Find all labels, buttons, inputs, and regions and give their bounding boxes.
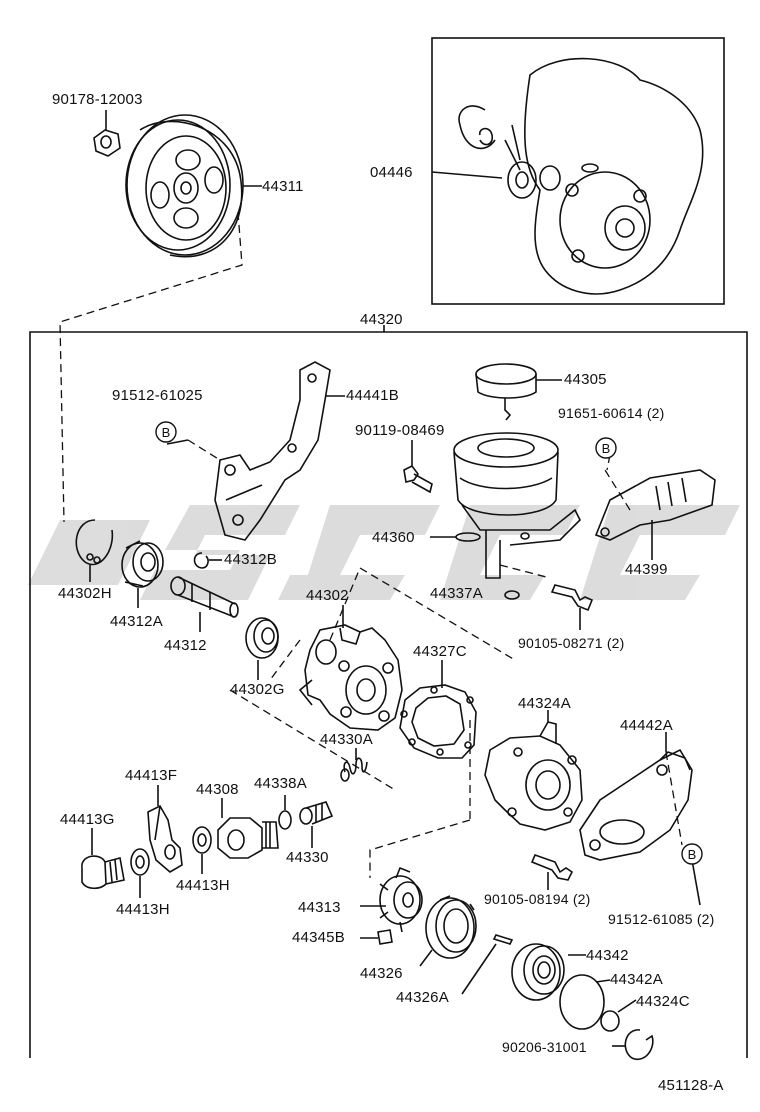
washer-44413h-right [192, 826, 212, 854]
reference-marks [155, 421, 703, 865]
washer-44413h-left [130, 848, 150, 876]
bracket-44399 [594, 469, 716, 541]
reference-mark-label: B [688, 847, 697, 862]
plug-44413g [81, 855, 125, 890]
part-label: 44311 [262, 178, 304, 195]
pump-cover-44324a [484, 721, 583, 831]
reference-mark-b [681, 843, 703, 865]
reference-mark-label: B [162, 425, 171, 440]
o-ring-44324c [600, 1010, 620, 1032]
part-label: 44413H [116, 901, 170, 918]
o-ring-44338a [278, 810, 292, 830]
pump-housing-44302 [298, 624, 403, 731]
rotor-44313 [379, 866, 423, 933]
assembly-frame [29, 331, 748, 1058]
snap-ring-90206 [624, 1029, 654, 1061]
part-label: 44320 [360, 311, 403, 328]
pulley [125, 114, 244, 258]
nut [93, 129, 121, 157]
part-label: 44302 [306, 587, 349, 604]
part-label: 44342 [586, 947, 629, 964]
part-label: 44326 [360, 965, 403, 982]
part-label: 91512-61025 [112, 387, 203, 404]
reservoir-cap [475, 363, 537, 421]
snap-ring-44312b [193, 552, 209, 569]
part-label: 44312B [224, 551, 277, 568]
part-label: 44360 [372, 529, 415, 546]
reservoir [453, 432, 581, 579]
part-label: 90206-31001 [502, 1039, 587, 1055]
o-ring-44342a [559, 974, 605, 1030]
part-label: 44305 [564, 371, 607, 388]
oil-seal-44302g [245, 617, 279, 659]
vane-44345b [377, 929, 393, 945]
part-label: 90105-08194 (2) [484, 891, 591, 907]
part-label: 44441B [346, 387, 399, 404]
part-label: 90119-08469 [355, 422, 445, 439]
part-label: 91651-60614 (2) [558, 405, 665, 421]
reference-mark-label: B [602, 441, 611, 456]
pin-44326a [492, 934, 514, 945]
part-label: 44312A [110, 613, 163, 630]
shaft-44312 [170, 576, 239, 618]
part-label: 44330 [286, 849, 329, 866]
part-label: 90178-12003 [52, 91, 143, 108]
part-label: 91512-61085 (2) [608, 911, 715, 927]
bracket-44413f [147, 804, 183, 873]
part-label: 44313 [298, 899, 341, 916]
part-label: 44413H [176, 877, 230, 894]
reference-mark-b [155, 421, 177, 443]
part-label: 44342A [610, 971, 663, 988]
cam-ring-44326 [425, 895, 477, 959]
snap-ring-44302h [75, 519, 114, 566]
part-label: 44413F [125, 767, 178, 784]
part-label: 44324C [636, 993, 690, 1010]
part-label: 44337A [430, 585, 483, 602]
part-label: 44312 [164, 637, 207, 654]
flow-control-valve-44330 [299, 801, 334, 825]
spring-44330a [340, 757, 368, 782]
part-label: 44338A [254, 775, 307, 792]
part-label: 90105-08271 (2) [518, 635, 625, 651]
part-label: 44324A [518, 695, 571, 712]
part-label: 44302H [58, 585, 112, 602]
part-label: 44442A [620, 717, 673, 734]
o-ring-44337a [504, 590, 520, 600]
pump-assembly-inset [458, 57, 704, 295]
bolt-90119 [403, 464, 433, 494]
watermark-logo [28, 505, 740, 600]
part-label: 44330A [320, 731, 373, 748]
part-label: 44413G [60, 811, 115, 828]
reference-mark-b [595, 437, 617, 459]
part-label: 44308 [196, 781, 239, 798]
diagram-caption: 451128-A [658, 1077, 724, 1094]
bolt-90105-08194 [530, 853, 574, 881]
part-label: 44399 [625, 561, 668, 578]
inset-frame [431, 37, 725, 305]
part-label: 44327C [413, 643, 467, 660]
gasket-44327c [399, 684, 477, 759]
side-plate-44342 [511, 943, 565, 1001]
part-label: 44302G [230, 681, 285, 698]
bearing-44312a [121, 540, 164, 588]
bracket-44441b [214, 361, 331, 541]
bracket-44442a [579, 748, 693, 861]
part-label: 04446 [370, 164, 413, 181]
flow-control-fitting-44308 [217, 817, 279, 859]
part-label: 44326A [396, 989, 449, 1006]
bolt-90105-08271 [550, 584, 594, 612]
part-label: 44345B [292, 929, 345, 946]
